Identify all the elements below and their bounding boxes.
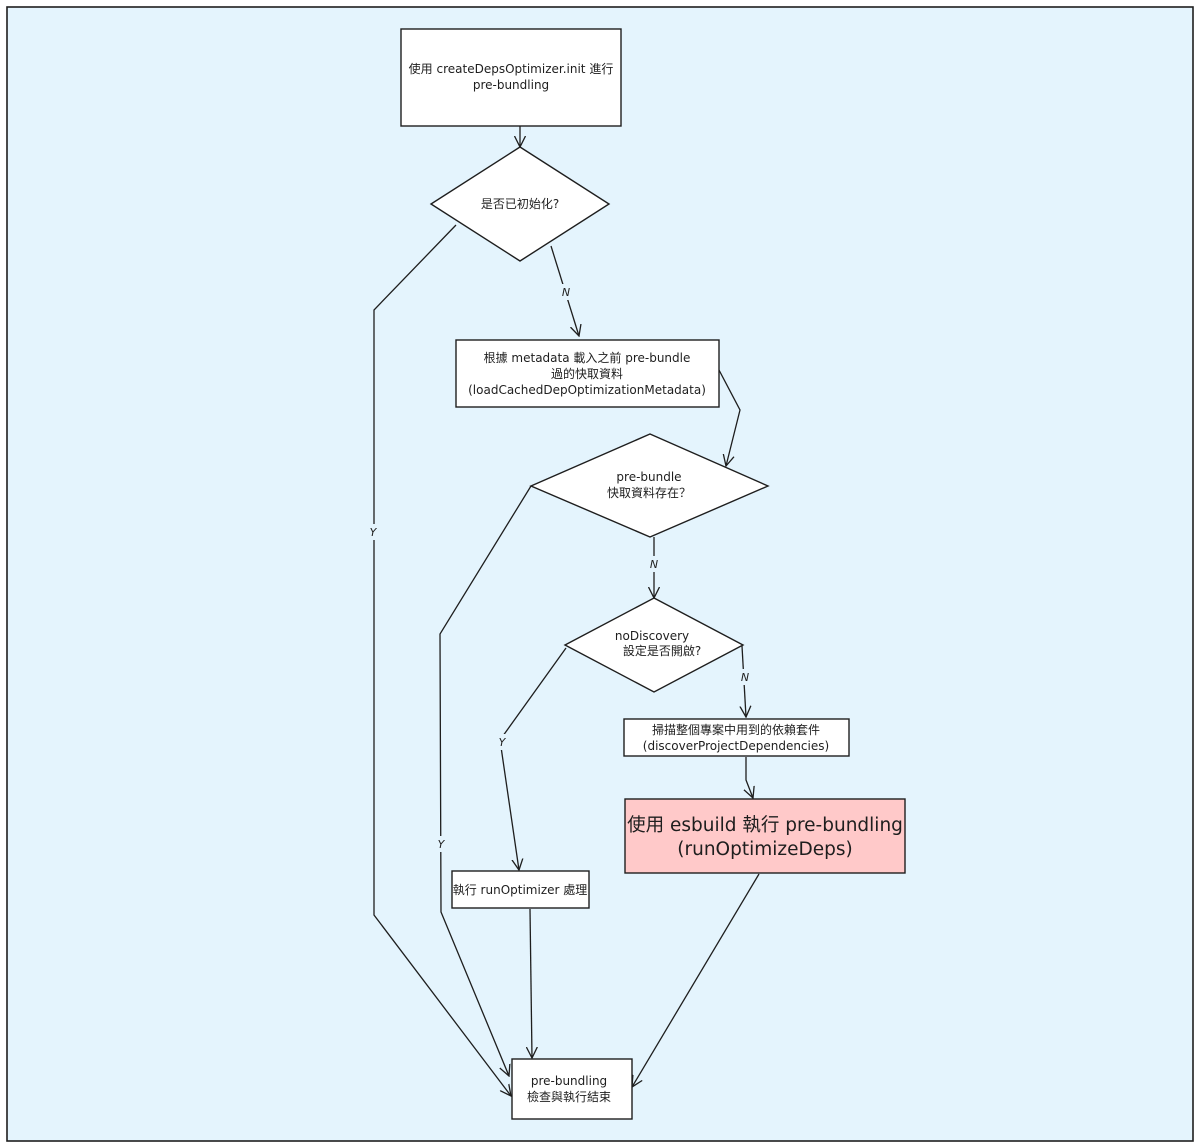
background-frame [6, 6, 1194, 1142]
node-start-box [400, 28, 622, 127]
edge-optimizer-to-end [530, 908, 532, 1058]
node-run-esbuild-line1: 使用 esbuild 執行 pre-bundling [627, 815, 903, 836]
node-initialized-label: 是否已初始化? [481, 197, 559, 211]
node-scan-deps-line1: 掃描整個專案中用到的依賴套件 [652, 722, 820, 737]
edge-label-cache-yes: Y [438, 838, 446, 851]
decision-diamond [563, 597, 745, 693]
edge-label-cache-no: N [650, 558, 658, 571]
node-run-optimizer-box [451, 870, 590, 909]
edge-loadcache-to-cacheexists [718, 369, 741, 466]
node-run-esbuild: 使用 esbuild 執行 pre-bundling (runOptimizeD… [624, 798, 906, 874]
edge-label-initialized-no: N [562, 286, 570, 299]
edge-initialized-yes [373, 224, 511, 1096]
edge-label-bg [366, 524, 380, 540]
node-cache-exists-decision: pre-bundle 快取資料存在？ [529, 433, 770, 538]
node-no-discovery-line1: noDiscovery [615, 629, 689, 643]
node-load-cache-line2: 過的快取資料 [551, 366, 623, 381]
node-load-cache: 根據 metadata 載入之前 pre-bundle 過的快取資料 (load… [455, 339, 720, 408]
edge-label-bg [738, 669, 752, 685]
node-load-cache-box [455, 339, 720, 408]
node-end-line2: 檢查與執行結束 [527, 1089, 611, 1104]
node-start-line2: pre-bundling [473, 78, 549, 92]
edge-label-initialized-yes: Y [370, 526, 378, 539]
edge-label-discovery-no: N [741, 671, 749, 684]
node-cache-exists-line1: pre-bundle [616, 470, 681, 484]
node-start: 使用 createDepsOptimizer.init 進行 pre-bundl… [400, 28, 622, 127]
node-load-cache-line1: 根據 metadata 載入之前 pre-bundle [484, 350, 691, 365]
node-run-esbuild-line2: (runOptimizeDeps) [677, 839, 852, 860]
edge-label-bg [495, 734, 509, 750]
node-cache-exists-line2: 快取資料存在？ [607, 486, 691, 500]
edge-esbuild-to-end [632, 873, 760, 1087]
node-load-cache-line3: (loadCachedDepOptimizationMetadata) [468, 383, 706, 397]
edge-cache-yes [439, 485, 532, 1076]
node-run-esbuild-box [624, 798, 906, 874]
decision-diamond [529, 433, 770, 538]
edge-scan-to-esbuild [746, 757, 753, 798]
edge-label-bg [647, 556, 661, 572]
node-scan-deps-box [623, 718, 850, 757]
node-no-discovery-line2: 設定是否開啟? [623, 643, 701, 658]
node-end-line1: pre-bundling [531, 1074, 607, 1088]
edge-label-bg [559, 284, 573, 300]
node-end-box [511, 1058, 633, 1120]
edge-label-bg [434, 836, 448, 852]
node-run-optimizer-label: 執行 runOptimizer 處理 [453, 883, 588, 897]
node-no-discovery-decision: noDiscovery 設定是否開啟? [563, 597, 745, 693]
edge-labels: N Y N Y N Y [366, 284, 752, 852]
node-start-line1: 使用 createDepsOptimizer.init 進行 [409, 61, 614, 76]
node-scan-deps-line2: (discoverProjectDependencies) [643, 739, 829, 753]
node-initialized-decision: 是否已初始化? [429, 146, 611, 262]
node-scan-deps: 掃描整個專案中用到的依賴套件 (discoverProjectDependenc… [623, 718, 850, 757]
decision-diamond [429, 146, 611, 262]
edge-label-discovery-yes: Y [499, 736, 507, 749]
node-end: pre-bundling 檢查與執行結束 [511, 1058, 633, 1120]
node-run-optimizer: 執行 runOptimizer 處理 [451, 870, 590, 909]
